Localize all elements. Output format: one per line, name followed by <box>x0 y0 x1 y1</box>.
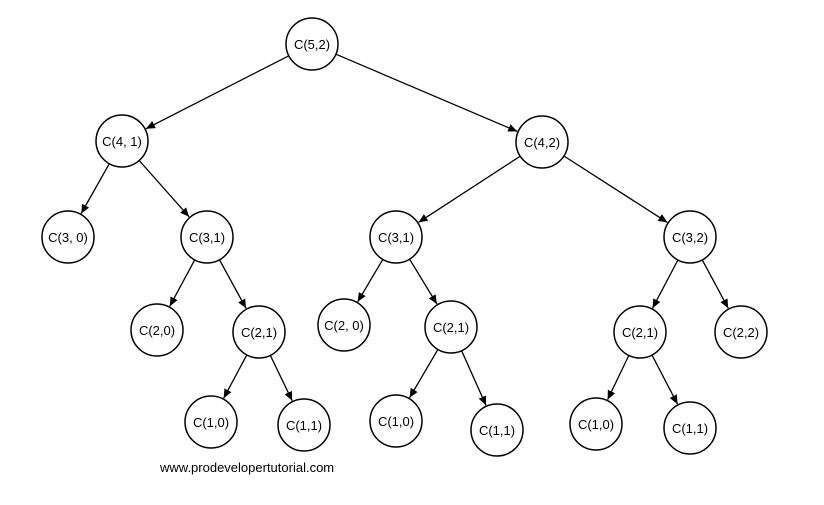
node-label: C(1,1) <box>479 423 515 438</box>
tree-node: C(2,2) <box>714 305 768 359</box>
tree-node: C(2,0) <box>130 303 184 357</box>
node-circle <box>663 401 717 455</box>
node-label: C(5,2) <box>294 37 330 52</box>
tree-node: C(1,1) <box>663 401 717 455</box>
edges-layer <box>80 53 729 406</box>
node-label: C(2, 0) <box>324 318 364 333</box>
tree-node: C(2,1) <box>424 300 478 354</box>
node-label: C(2,1) <box>433 320 469 335</box>
node-circle <box>569 397 623 451</box>
node-label: C(3, 0) <box>48 230 88 245</box>
tree-node: C(1,1) <box>277 398 331 452</box>
node-label: C(2,1) <box>622 325 658 340</box>
edge-arrow <box>701 259 729 309</box>
node-circle <box>285 17 339 71</box>
tree-node: C(1,1) <box>470 403 524 457</box>
edge-arrow <box>80 163 110 214</box>
edge-arrow <box>218 259 247 309</box>
edge-arrow <box>145 55 290 130</box>
watermark-text: www.prodevelopertutorial.com <box>159 460 334 475</box>
nodes-layer: C(5,2) C(4, 1) C(4,2) C(3, 0) C(3,1) C(3,1) C(… <box>41 17 768 457</box>
tree-node: C(3,1) <box>369 210 423 264</box>
tree-node: C(4,2) <box>515 115 569 169</box>
node-circle <box>613 305 667 359</box>
node-label: C(3,1) <box>378 230 414 245</box>
tree-node: C(3, 0) <box>41 210 95 264</box>
node-label: C(3,1) <box>189 230 225 245</box>
edge-arrow <box>223 354 248 399</box>
node-label: C(1,1) <box>286 418 322 433</box>
tree-node: C(3,2) <box>663 210 717 264</box>
edge-arrow <box>409 258 438 305</box>
edge-arrow <box>651 354 679 405</box>
node-label: C(4, 1) <box>102 134 142 149</box>
node-label: C(1,1) <box>672 421 708 436</box>
node-label: C(1,0) <box>378 414 414 429</box>
node-circle <box>41 210 95 264</box>
edge-arrow <box>461 350 487 406</box>
edge-arrow <box>169 259 196 307</box>
node-label: C(4,2) <box>524 135 560 150</box>
node-circle <box>232 305 286 359</box>
tree-node: C(2, 0) <box>317 298 371 352</box>
edge-arrow <box>409 349 439 399</box>
node-label: C(2,0) <box>139 323 175 338</box>
node-circle <box>277 398 331 452</box>
node-circle <box>515 115 569 169</box>
edge-arrow <box>652 259 679 309</box>
node-label: C(1,0) <box>578 417 614 432</box>
node-circle <box>470 403 524 457</box>
node-circle <box>184 395 238 449</box>
edge-arrow <box>335 53 518 132</box>
node-label: C(1,0) <box>193 415 229 430</box>
node-label: C(2,1) <box>241 325 277 340</box>
node-circle <box>95 114 149 168</box>
node-circle <box>369 394 423 448</box>
edge-arrow <box>138 160 190 218</box>
edge-arrow <box>563 155 668 223</box>
tree-node: C(1,0) <box>184 395 238 449</box>
edge-arrow <box>269 355 293 401</box>
node-circle <box>714 305 768 359</box>
node-circle <box>369 210 423 264</box>
tree-node: C(4, 1) <box>95 114 149 168</box>
node-circle <box>180 210 234 264</box>
edge-arrow <box>418 155 521 223</box>
tree-node: C(5,2) <box>285 17 339 71</box>
tree-node: C(1,0) <box>369 394 423 448</box>
node-label: C(2,2) <box>723 325 759 340</box>
node-circle <box>424 300 478 354</box>
node-circle <box>317 298 371 352</box>
node-circle <box>130 303 184 357</box>
tree-node: C(1,0) <box>569 397 623 451</box>
tree-node: C(2,1) <box>613 305 667 359</box>
node-circle <box>663 210 717 264</box>
tree-node: C(3,1) <box>180 210 234 264</box>
edge-arrow <box>607 355 630 400</box>
tree-node: C(2,1) <box>232 305 286 359</box>
edge-arrow <box>357 259 384 303</box>
node-label: C(3,2) <box>672 230 708 245</box>
